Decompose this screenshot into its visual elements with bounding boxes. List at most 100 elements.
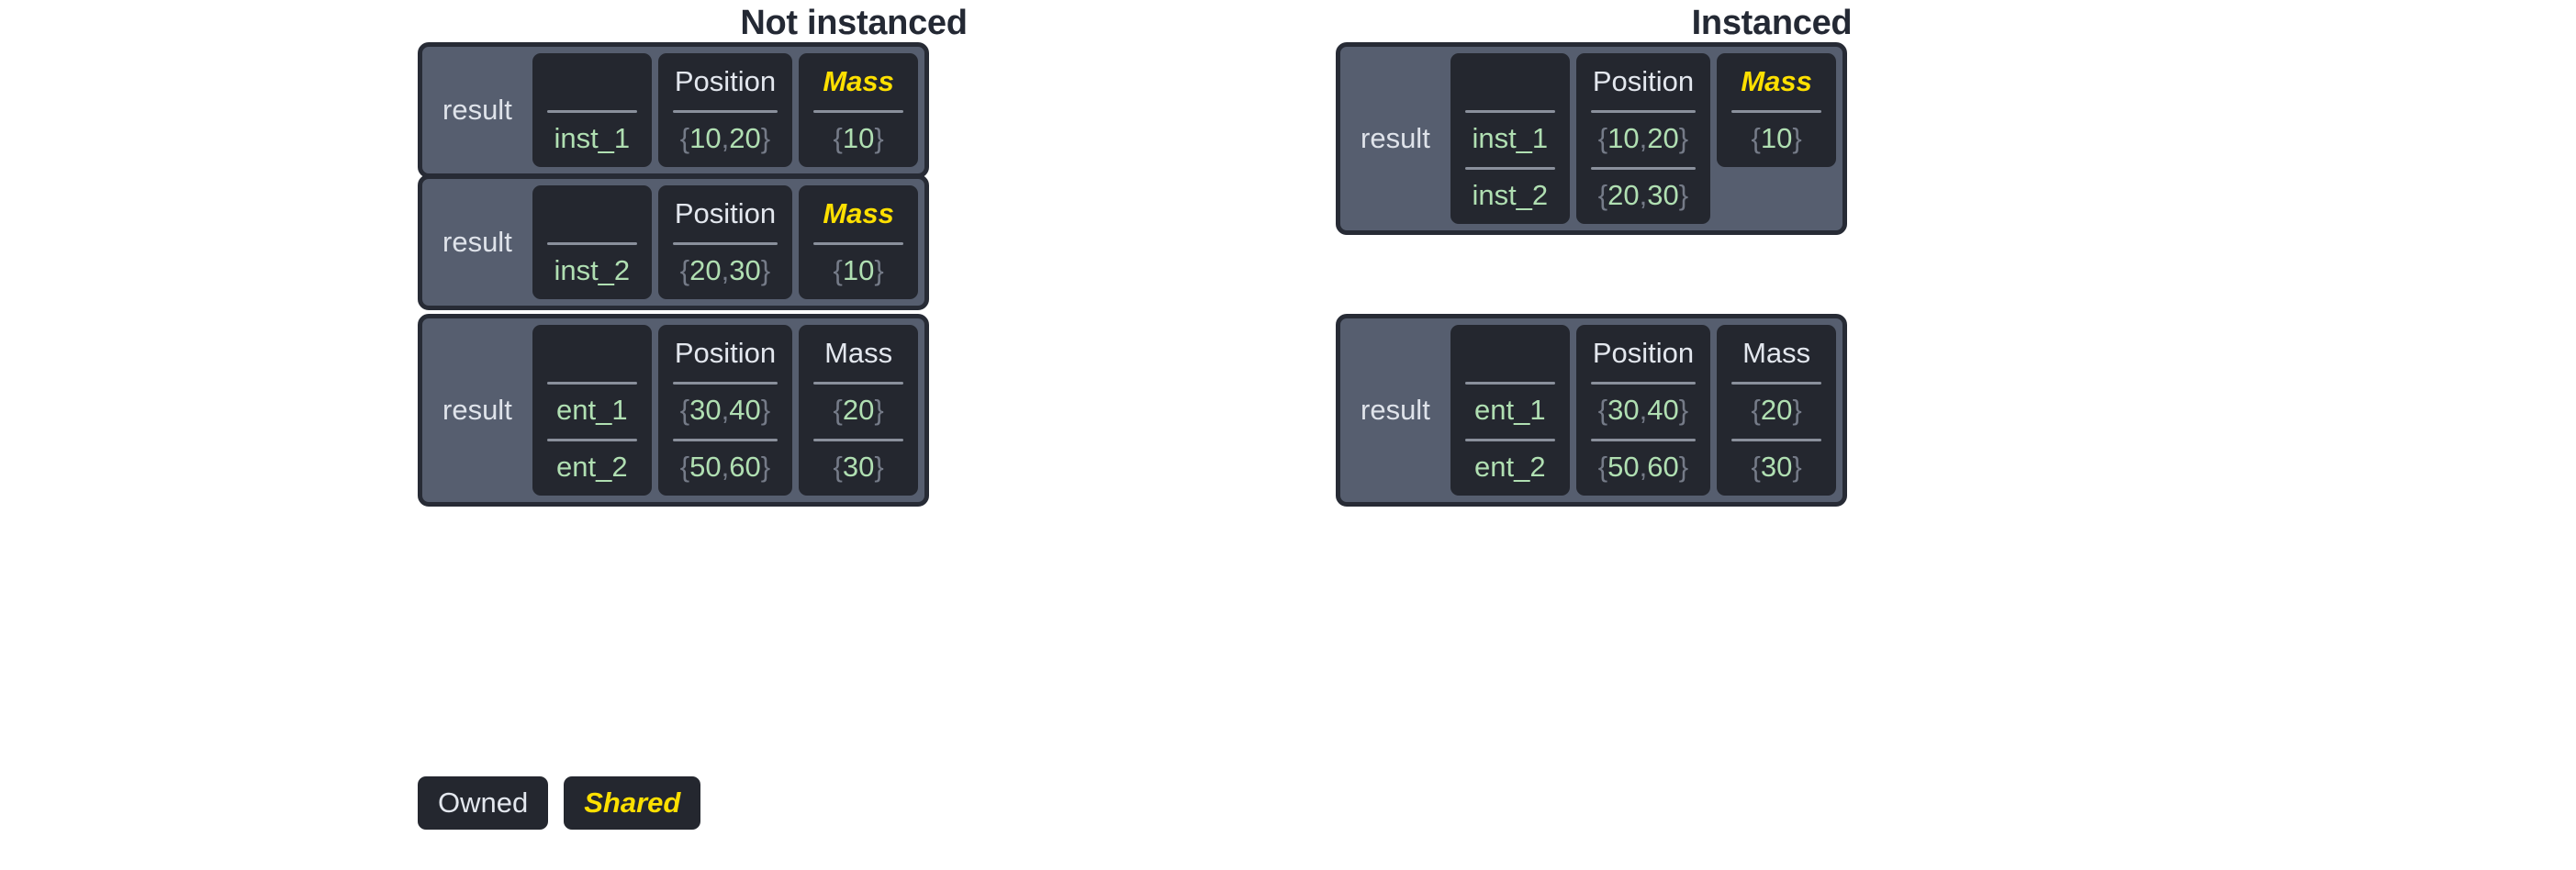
- brace-close: }: [1678, 179, 1689, 211]
- brace-open: {: [833, 394, 843, 426]
- value-comma: ,: [721, 254, 730, 286]
- brace-close: }: [874, 394, 884, 426]
- brace-close: }: [760, 254, 771, 286]
- value-number: 50: [689, 451, 722, 483]
- table-cell: inst_2: [1450, 167, 1570, 224]
- value-number: 20: [729, 122, 761, 154]
- value-number: 30: [729, 254, 761, 286]
- brace-open: {: [1597, 179, 1608, 211]
- value-number: 20: [1760, 394, 1793, 426]
- table-cell: ent_1: [532, 382, 652, 439]
- value-number: 30: [689, 394, 722, 426]
- table-label: result: [1361, 394, 1430, 426]
- table-label: result: [442, 226, 512, 258]
- brace-close: }: [760, 451, 771, 483]
- brace-open: {: [1751, 451, 1761, 483]
- column-header-name: [532, 53, 652, 110]
- column-header-position: Position: [1592, 65, 1695, 97]
- table-column-name: inst_1: [532, 53, 652, 167]
- table-column-position: Position{10, 20}: [657, 53, 793, 167]
- value-number: 30: [1607, 394, 1640, 426]
- value-comma: ,: [1639, 179, 1648, 211]
- brace-close: }: [874, 254, 884, 286]
- brace-close: }: [1792, 122, 1802, 154]
- table-cell: {50, 60}: [658, 439, 792, 496]
- brace-close: }: [1792, 451, 1802, 483]
- value-number: 20: [842, 394, 875, 426]
- section-title-instanced: Instanced: [1691, 4, 1853, 42]
- brace-open: {: [833, 451, 843, 483]
- brace-open: {: [679, 451, 690, 483]
- table-column-mass: Mass{10}: [799, 53, 919, 167]
- table-column-mass: Mass {10}: [799, 185, 919, 299]
- table-cell: {30}: [1717, 439, 1836, 496]
- column-header-name: [532, 185, 652, 242]
- section-title-not-instanced: Not instanced: [740, 4, 968, 42]
- value-comma: ,: [1639, 451, 1648, 483]
- brace-close: }: [760, 394, 771, 426]
- table-cell: {20, 30}: [658, 242, 792, 299]
- value-comma: ,: [1639, 394, 1648, 426]
- legend-chip-owned: Owned: [418, 776, 549, 830]
- table-label: result: [442, 394, 512, 426]
- table-column-position: Position{20, 30}: [657, 185, 793, 299]
- brace-open: {: [1751, 394, 1761, 426]
- value-number: 10: [689, 122, 722, 154]
- brace-close: }: [1678, 394, 1689, 426]
- column-header-position: Position: [1592, 337, 1695, 369]
- value-number: 20: [1607, 179, 1640, 211]
- brace-open: {: [1597, 394, 1608, 426]
- table-column-position: Position{10, 20}{20, 30}: [1575, 53, 1711, 224]
- table-column-position: Position{30, 40}{50, 60}: [1575, 325, 1711, 496]
- brace-open: {: [679, 394, 690, 426]
- table-column-mass: Mass{20}{30}: [799, 325, 919, 496]
- table-cell: {20, 30}: [1576, 167, 1710, 224]
- table-cell: {10}: [1717, 110, 1836, 167]
- table-label: result: [1361, 122, 1430, 154]
- table-cell: ent_2: [1450, 439, 1570, 496]
- brace-close: }: [1678, 451, 1689, 483]
- value-comma: ,: [1639, 122, 1648, 154]
- column-header-mass: Mass: [823, 65, 894, 97]
- table-cell: {30, 40}: [1576, 382, 1710, 439]
- brace-close: }: [1792, 394, 1802, 426]
- column-header-name: [1450, 53, 1570, 110]
- value-number: 30: [842, 451, 875, 483]
- value-number: 10: [842, 122, 875, 154]
- table-cell: {20}: [799, 382, 918, 439]
- table-cell: inst_2: [532, 242, 652, 299]
- brace-open: {: [833, 122, 843, 154]
- column-header-mass: Mass: [824, 337, 893, 369]
- table-cell: inst_1: [1450, 110, 1570, 167]
- brace-close: }: [760, 122, 771, 154]
- value-number: 40: [729, 394, 761, 426]
- column-header-name: [1450, 325, 1570, 382]
- brace-open: {: [679, 254, 690, 286]
- value-comma: ,: [721, 122, 730, 154]
- table-column-mass: Mass{20}{30}: [1717, 325, 1837, 496]
- table-column-position: Position{30, 40}{50, 60}: [657, 325, 793, 496]
- table-cell: {20}: [1717, 382, 1836, 439]
- column-header-mass: Mass: [823, 197, 894, 229]
- legend-chip-shared: Shared: [564, 776, 701, 830]
- brace-open: {: [1751, 122, 1761, 154]
- table-cell: ent_1: [1450, 382, 1570, 439]
- table-column-name: inst_2: [532, 185, 652, 299]
- value-number: 40: [1647, 394, 1679, 426]
- brace-close: }: [874, 451, 884, 483]
- table-column-mass: Mass{10}: [1717, 53, 1837, 167]
- table-cell: {10}: [799, 242, 918, 299]
